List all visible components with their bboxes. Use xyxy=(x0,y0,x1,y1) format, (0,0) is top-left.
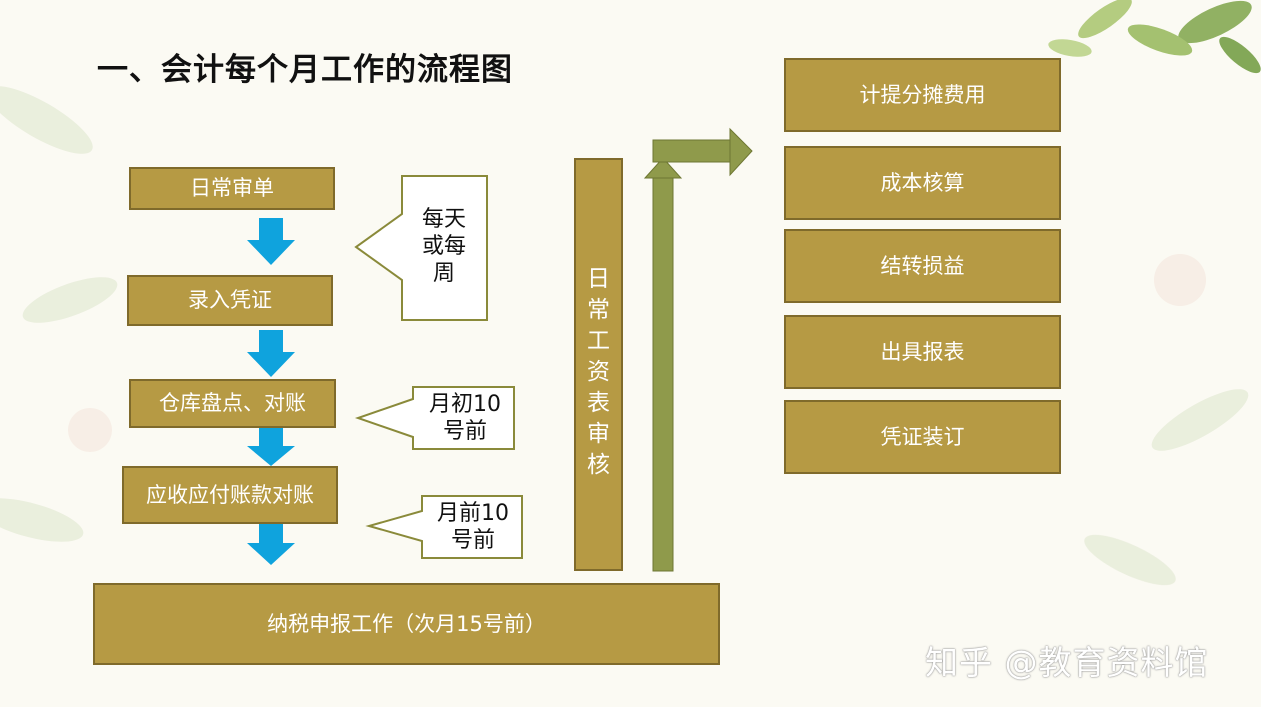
green-elbow-arrow xyxy=(643,127,753,572)
callout-arrow-before-month xyxy=(365,495,523,559)
watermark-text: 知乎 @教育资料馆 xyxy=(925,643,1209,682)
callout-early-month-text: 月初10号前 xyxy=(429,392,501,444)
tax-filing-label: 纳税申报工作（次月15号前） xyxy=(267,611,546,636)
callout-arrow-daily xyxy=(354,175,488,321)
step-enter-voucher: 录入凭证 xyxy=(127,275,333,326)
right-box-costing: 成本核算 xyxy=(784,146,1061,220)
page-title: 一、会计每个月工作的流程图 xyxy=(97,52,513,88)
right-box-reports-label: 出具报表 xyxy=(880,339,965,364)
down-arrow-3 xyxy=(247,428,295,466)
step-ar-ap-reconcile-label: 应收应付账款对账 xyxy=(146,482,314,507)
callout-before-month-text: 月前10号前 xyxy=(437,501,509,553)
faint-leaf-decoration-left xyxy=(0,86,1249,586)
down-arrow-4 xyxy=(247,524,295,565)
callout-arrow-early-month xyxy=(354,386,515,450)
down-arrow-2 xyxy=(247,330,295,377)
tax-filing-box: 纳税申报工作（次月15号前） xyxy=(93,583,720,665)
right-box-profit-loss: 结转损益 xyxy=(784,229,1061,303)
payroll-review-label: 日常工资表审核 xyxy=(587,266,610,478)
right-box-reports: 出具报表 xyxy=(784,315,1061,389)
right-box-costing-label: 成本核算 xyxy=(880,170,965,195)
right-box-binding-label: 凭证装订 xyxy=(880,424,965,449)
step-inventory-reconcile: 仓库盘点、对账 xyxy=(129,379,336,428)
right-box-accrual-label: 计提分摊费用 xyxy=(859,82,986,107)
callout-daily-text: 每天或每周 xyxy=(421,207,466,286)
right-box-profit-loss-label: 结转损益 xyxy=(880,253,965,278)
right-box-accrual: 计提分摊费用 xyxy=(784,58,1061,132)
step-enter-voucher-label: 录入凭证 xyxy=(188,288,272,312)
leaf-decoration-top-right xyxy=(1048,0,1261,74)
down-arrow-1 xyxy=(247,218,295,265)
payroll-review-box: 日常工资表审核 xyxy=(574,158,623,571)
step-inventory-reconcile-label: 仓库盘点、对账 xyxy=(159,391,306,415)
right-box-binding: 凭证装订 xyxy=(784,400,1061,474)
step-ar-ap-reconcile: 应收应付账款对账 xyxy=(122,466,338,524)
step-daily-review: 日常审单 xyxy=(129,167,335,210)
step-daily-review-label: 日常审单 xyxy=(190,176,274,200)
